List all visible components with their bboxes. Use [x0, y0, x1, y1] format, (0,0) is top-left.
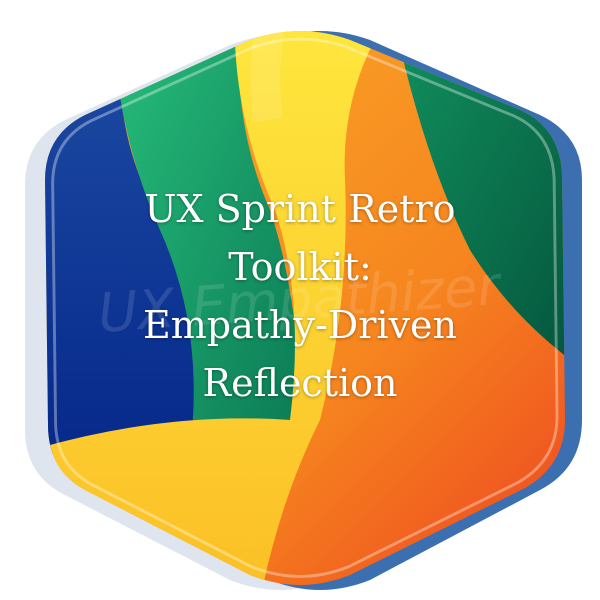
badge-title: UX Sprint Retro Toolkit: Empathy-Driven …: [60, 180, 540, 412]
title-line: Reflection: [202, 361, 398, 405]
title-line: Toolkit:: [228, 245, 372, 289]
title-line: Empathy-Driven: [142, 303, 458, 347]
title-line: UX Sprint Retro: [144, 187, 456, 231]
